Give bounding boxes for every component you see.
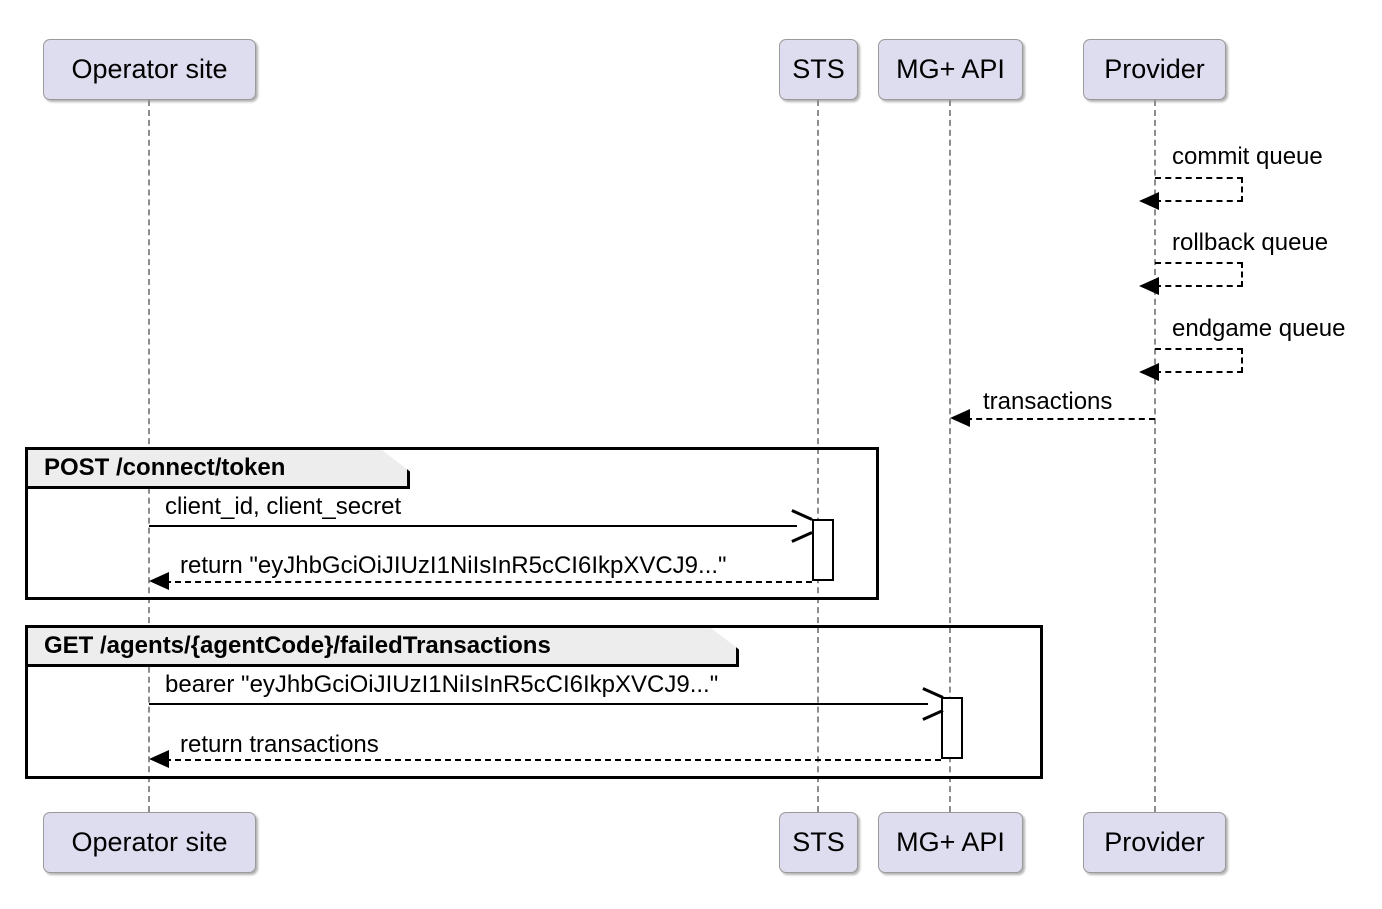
participant-footer-mg-api[interactable]: MG+ API [878,812,1023,873]
participant-label: STS [792,54,845,84]
self-message-label-rollback-queue: rollback queue [1172,229,1329,256]
fragment-get-failed-transactions [25,625,1043,779]
message-arrowhead-return-transactions [149,750,169,768]
message-line-return-token [165,581,812,583]
self-message-arrowhead-endgame-queue [1139,363,1159,381]
message-line-transactions [966,418,1155,420]
message-line-return-transactions [165,759,941,761]
fragment-label-post-connect-token: POST /connect/token [28,450,410,489]
message-line-bearer-token [149,703,928,705]
message-label-client-credentials: client_id, client_secret [165,493,402,520]
participant-header-provider[interactable]: Provider [1083,39,1226,100]
participant-header-operator-site[interactable]: Operator site [43,39,256,100]
participant-footer-provider[interactable]: Provider [1083,812,1226,873]
participant-label: Provider [1104,54,1205,84]
participant-label: Operator site [71,54,228,84]
fragment-tab-text: POST /connect/token [44,454,286,481]
message-arrowhead-transactions [950,409,970,427]
self-message-arrowhead-rollback-queue [1139,277,1159,295]
lifeline-mg-api [949,100,951,812]
message-label-return-token: return "eyJhbGciOiJIUzI1NiIsInR5cCI6IkpX… [180,552,727,579]
participant-label: STS [792,827,845,857]
self-message-label-commit-queue: commit queue [1172,143,1323,170]
self-message-arrowhead-commit-queue [1139,192,1159,210]
message-arrowhead-return-token [149,572,169,590]
participant-label: Provider [1104,827,1205,857]
activation-bar-sts [812,519,834,581]
participant-footer-sts[interactable]: STS [779,812,858,873]
fragment-tab-text: GET /agents/{agentCode}/failedTransactio… [44,632,551,659]
participant-label: MG+ API [896,54,1005,84]
message-label-bearer-token: bearer "eyJhbGciOiJIUzI1NiIsInR5cCI6IkpX… [165,671,719,698]
lifeline-sts [817,100,819,812]
participant-header-mg-api[interactable]: MG+ API [878,39,1023,100]
participant-label: Operator site [71,827,228,857]
fragment-post-connect-token [25,447,879,600]
self-message-loop-commit-queue [1155,177,1243,202]
message-arrowhead-client-credentials [790,516,810,534]
participant-label: MG+ API [896,827,1005,857]
lifeline-provider [1154,100,1156,812]
participant-header-sts[interactable]: STS [779,39,858,100]
message-line-client-credentials [149,525,797,527]
self-message-label-endgame-queue: endgame queue [1172,315,1346,342]
message-arrowhead-bearer-token [921,694,941,712]
message-label-transactions: transactions [983,388,1113,415]
activation-bar-mg-api [941,697,963,759]
participant-footer-operator-site[interactable]: Operator site [43,812,256,873]
message-label-return-transactions: return transactions [180,731,379,758]
fragment-label-get-failed-transactions: GET /agents/{agentCode}/failedTransactio… [28,628,739,667]
self-message-loop-endgame-queue [1155,348,1243,373]
self-message-loop-rollback-queue [1155,262,1243,287]
